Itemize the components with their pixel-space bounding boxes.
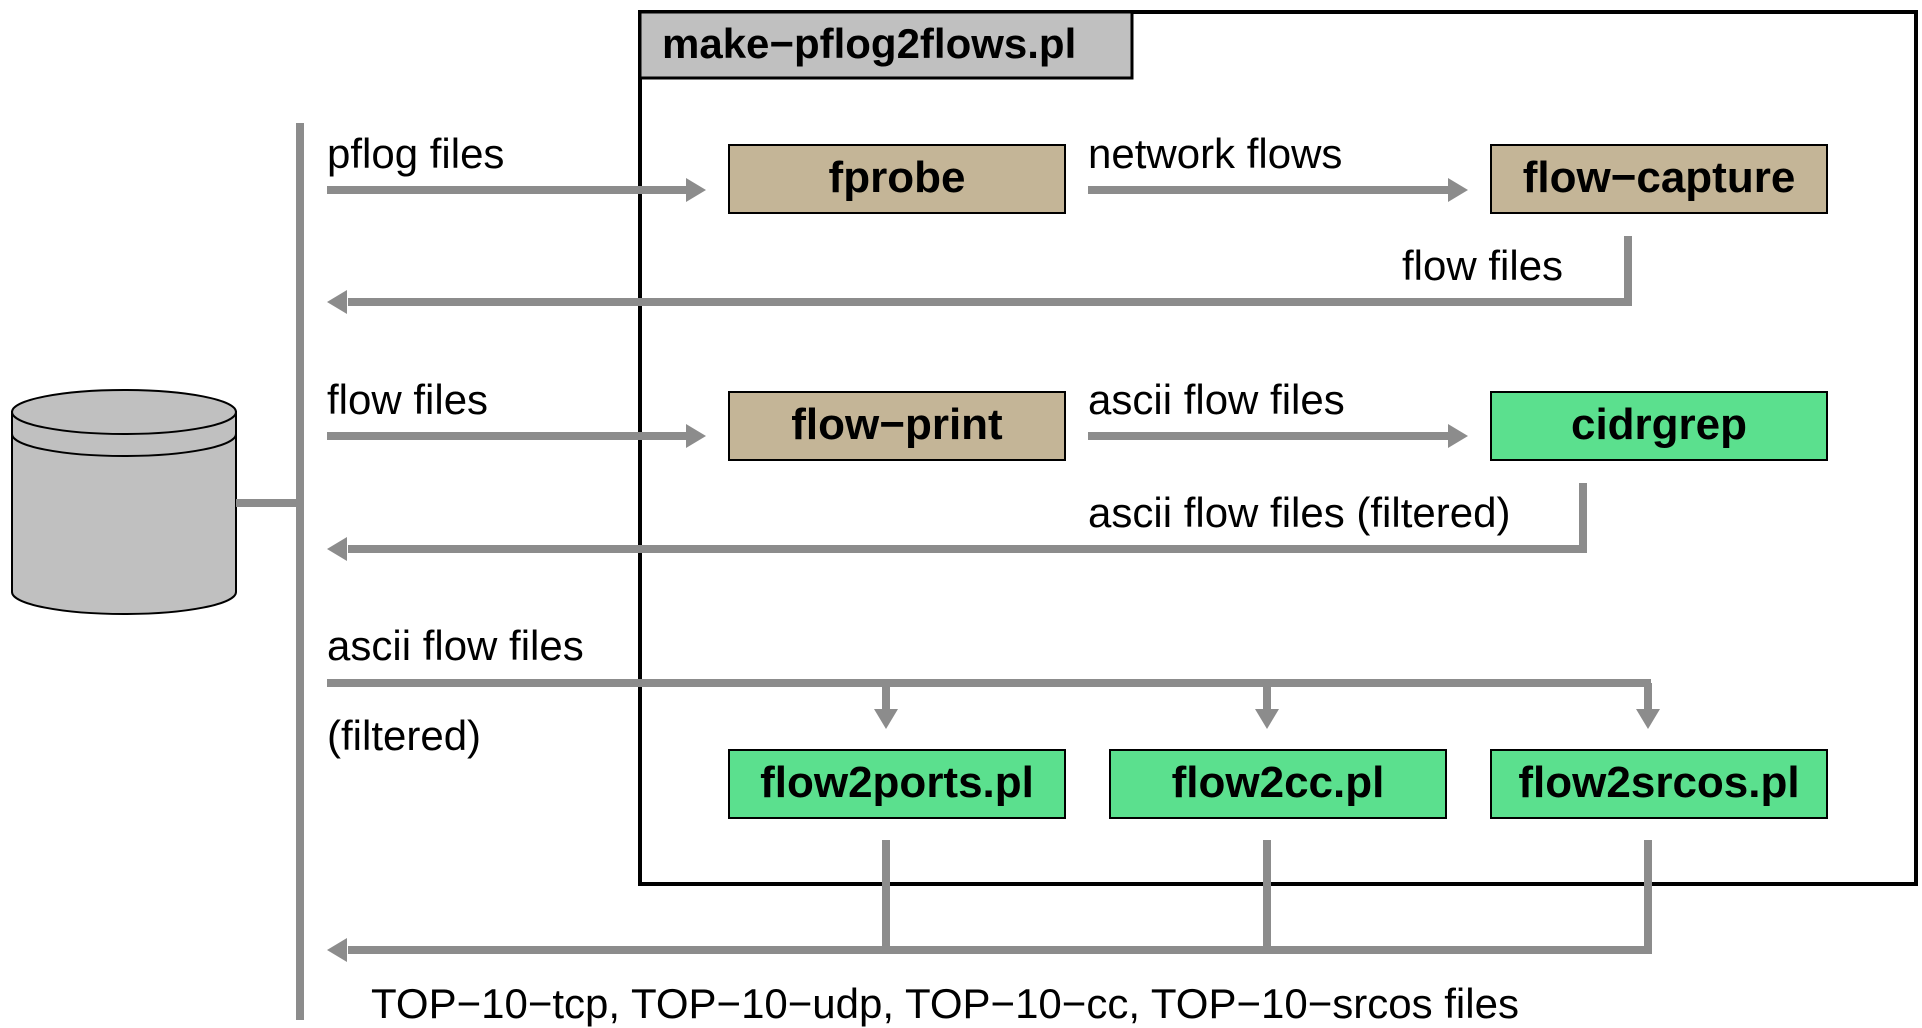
box-flow2cc <box>1109 749 1447 819</box>
box-flow-capture-label: flow−capture <box>1523 153 1796 202</box>
drop-flow2ports-arrowhead <box>874 709 898 729</box>
flow-files-return-arrow <box>348 236 1632 306</box>
flow-files-in-arrowhead <box>686 424 706 448</box>
box-flow-print-label: flow−print <box>791 400 1003 449</box>
box-flow2ports <box>728 749 1066 819</box>
pflog-arrowhead <box>686 178 706 202</box>
box-flow2srcos-label: flow2srcos.pl <box>1518 758 1799 807</box>
drop-flow2srcos-arrowhead <box>1636 709 1660 729</box>
ascii-filtered-return-arrow <box>348 483 1587 553</box>
box-cidrgrep-label: cidrgrep <box>1571 400 1747 449</box>
box-flow-print <box>728 391 1066 461</box>
label-ascii-flow-files: ascii flow files <box>1088 376 1345 423</box>
label-pflog-files: pflog files <box>327 130 504 177</box>
box-flow2srcos <box>1490 749 1828 819</box>
ascii-flow-files-arrowhead <box>1448 424 1468 448</box>
box-fprobe <box>728 144 1066 214</box>
box-flow2ports-label: flow2ports.pl <box>760 758 1034 807</box>
drop-flow2cc-arrowhead <box>1255 709 1279 729</box>
label-flow-files-in: flow files <box>327 376 488 423</box>
box-flow2cc-label: flow2cc.pl <box>1172 758 1385 807</box>
label-ascii-filtered-return: ascii flow files (filtered) <box>1088 489 1510 536</box>
label-ascii-in-line1: ascii flow files <box>327 622 584 669</box>
label-top10-files: TOP−10−tcp, TOP−10−udp, TOP−10−cc, TOP−1… <box>371 980 1519 1027</box>
database-icon <box>11 389 237 615</box>
label-network-flows: network flows <box>1088 130 1342 177</box>
ascii-filtered-return-arrowhead <box>327 537 347 561</box>
box-fprobe-label: fprobe <box>829 153 966 202</box>
frame-title: make−pflog2flows.pl <box>662 20 1076 67</box>
label-ascii-in-line2: (filtered) <box>327 712 481 759</box>
box-flow-capture <box>1490 144 1828 214</box>
frame-title-box <box>638 10 1134 80</box>
flow-files-return-arrowhead <box>327 290 347 314</box>
label-flow-files-return: flow files <box>1402 242 1563 289</box>
box-cidrgrep <box>1490 391 1828 461</box>
script-frame <box>638 10 1918 886</box>
network-flows-arrowhead <box>1448 178 1468 202</box>
top10-return-arrowhead <box>327 938 347 962</box>
